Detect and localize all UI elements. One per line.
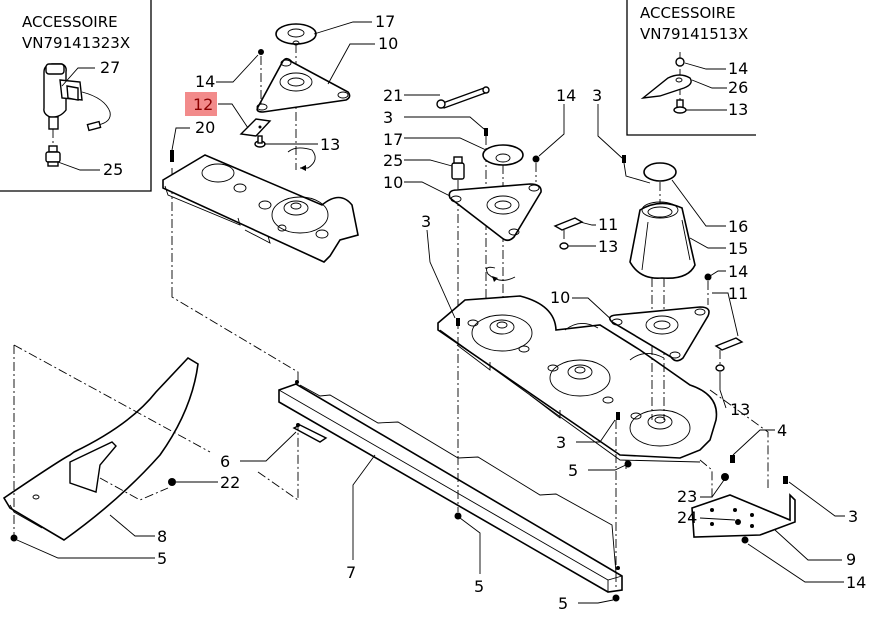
callout-9: 9 — [846, 550, 856, 569]
lower-callouts: 6 22 8 5 7 5 5 — [10, 431, 620, 613]
callout-3e: 3 — [848, 507, 858, 526]
callout-16: 16 — [728, 217, 748, 236]
callout-24: 24 — [677, 508, 697, 527]
accessory-box-1-title: ACCESSOIRE — [22, 13, 118, 31]
callout-14c: 14 — [728, 262, 748, 281]
callout-7: 7 — [346, 563, 356, 582]
callout-25b: 25 — [383, 151, 403, 170]
sensor-25 — [451, 162, 465, 180]
switch-part-25 — [45, 129, 61, 167]
accessory-box-2-ref: VN79141513X — [640, 25, 748, 43]
callout-14-acc: 14 — [728, 59, 748, 78]
blade-26 — [640, 74, 692, 99]
callout-8: 8 — [157, 527, 167, 546]
accessory-box-1: ACCESSOIRE VN79141323X 27 25 — [0, 0, 152, 192]
plate-11b — [714, 337, 744, 351]
callout-12-highlight[interactable] — [185, 92, 217, 116]
callout-6: 6 — [220, 452, 230, 471]
callout-17a: 17 — [375, 12, 395, 31]
callout-23: 23 — [677, 487, 697, 506]
callout-20: 20 — [195, 118, 215, 137]
callout-17b: 17 — [383, 130, 403, 149]
callout-3b: 3 — [592, 86, 602, 105]
accessory-box-1-ref: VN79141323X — [22, 34, 130, 52]
callout-22: 22 — [220, 473, 240, 492]
callout-4: 4 — [777, 421, 787, 440]
callout-14d: 14 — [846, 573, 866, 592]
right-callouts: 16 15 14 11 13 — [671, 179, 750, 419]
accessory-box-2-border — [626, 0, 756, 136]
callout-10c: 10 — [550, 288, 570, 307]
accessory-box-2-title: ACCESSOIRE — [640, 4, 736, 22]
callout-13c: 13 — [730, 400, 750, 419]
cutter-bar-plate-center — [437, 295, 718, 459]
skid-8 — [2, 356, 199, 541]
callout-3c: 3 — [421, 212, 431, 231]
bracket-callouts: 4 23 24 3 9 14 — [677, 421, 866, 592]
cross-beam-7 — [278, 380, 623, 593]
link-21 — [438, 87, 490, 109]
callout-3d: 3 — [556, 433, 566, 452]
callout-13-acc: 13 — [728, 100, 748, 119]
left-disc-assembly — [162, 23, 359, 290]
sensor-part-27 — [43, 63, 111, 132]
bracket-assembly — [691, 389, 796, 544]
triangle-plate-10b — [448, 183, 542, 242]
callout-5c: 5 — [474, 577, 484, 596]
callout-15: 15 — [728, 239, 748, 258]
callout-21: 21 — [383, 86, 403, 105]
accessory-box-2: ACCESSOIRE VN79141513X 14 26 13 — [626, 0, 756, 136]
nut-14 — [675, 57, 685, 67]
triangle-plate-10 — [256, 57, 351, 113]
callout-25a: 25 — [103, 160, 123, 179]
center-disc-assembly — [436, 86, 718, 463]
callout-12[interactable]: 12 — [193, 95, 213, 114]
callout-11b: 11 — [728, 284, 748, 303]
center-callouts: 21 3 17 25 10 14 3 11 13 3 10 3 5 — [383, 86, 632, 480]
callout-5b: 5 — [157, 549, 167, 568]
callout-5a: 5 — [568, 461, 578, 480]
callout-10a: 10 — [378, 34, 398, 53]
gearbox-housing-15 — [629, 202, 696, 280]
accessory-box-1-border — [0, 0, 152, 192]
callout-14b: 14 — [556, 86, 576, 105]
blade-plate-12 — [239, 118, 272, 137]
cover-16 — [643, 162, 677, 182]
callout-3a: 3 — [383, 108, 393, 127]
callout-13b: 13 — [598, 237, 618, 256]
callout-10b: 10 — [383, 173, 403, 192]
callout-13a: 13 — [320, 135, 340, 154]
callout-27: 27 — [100, 58, 120, 77]
right-assembly — [608, 155, 744, 420]
callout-14a: 14 — [195, 72, 215, 91]
bracket-9 — [691, 493, 796, 538]
left-callouts: 17 10 14 12 20 13 — [171, 12, 398, 154]
construction-lines — [13, 290, 627, 590]
cutter-bar-plate-left — [162, 154, 359, 263]
bolt-13 — [673, 106, 687, 114]
callout-5d: 5 — [558, 594, 568, 613]
callout-11a: 11 — [598, 215, 618, 234]
callout-26: 26 — [728, 78, 748, 97]
